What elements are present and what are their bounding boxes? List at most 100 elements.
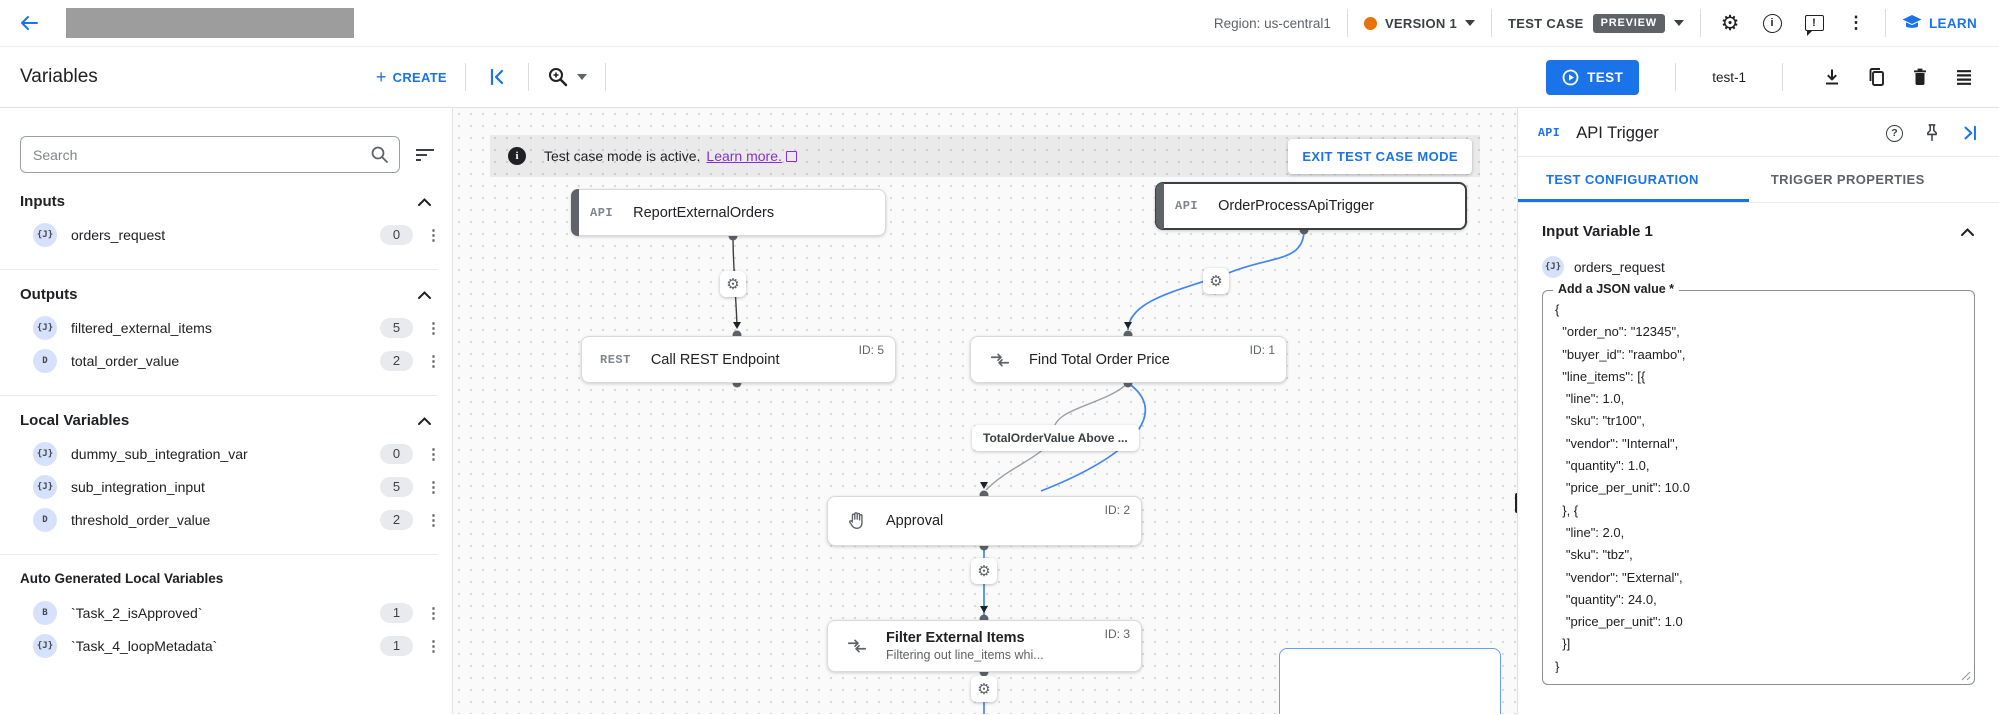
node-title: Call REST Endpoint <box>650 351 780 368</box>
variable-name: sub_integration_input <box>71 478 205 495</box>
panel-resize-handle[interactable] <box>1515 493 1517 513</box>
kebab-menu-icon[interactable]: ⋮ <box>426 445 441 463</box>
variable-row[interactable]: {J} dummy_sub_integration_var 0 ⋮ <box>20 437 441 470</box>
tab-trigger-properties[interactable]: TRIGGER PROPERTIES <box>1770 172 1925 187</box>
node-id: ID: 3 <box>1104 627 1130 641</box>
copy-button[interactable] <box>1863 64 1889 90</box>
learn-button[interactable]: LEARN <box>1902 14 1977 32</box>
edge-condition-label[interactable]: TotalOrderValue Above ... <box>972 425 1139 451</box>
external-link-icon <box>785 150 797 162</box>
section-title: Inputs <box>20 193 65 210</box>
test-case-name: test-1 <box>1712 69 1746 85</box>
chevron-up-icon[interactable] <box>417 290 432 300</box>
search-input[interactable] <box>20 136 400 173</box>
edge-settings-button[interactable]: ⚙ <box>720 271 746 297</box>
node-title: ReportExternalOrders <box>633 204 775 221</box>
divider <box>1885 9 1886 37</box>
variable-row[interactable]: {J} orders_request 0 ⋮ <box>20 218 441 251</box>
panel-title: API Trigger <box>1576 123 1659 142</box>
help-icon[interactable]: ? <box>1886 124 1903 142</box>
node-approval[interactable]: Approval ID: 2 <box>827 496 1142 546</box>
json-type-icon: {J} <box>33 441 57 466</box>
pin-button[interactable] <box>1923 123 1941 143</box>
node-title: Filter External Items <box>886 630 1025 646</box>
settings-button[interactable]: ⚙ <box>1717 10 1743 36</box>
feedback-button[interactable]: ! <box>1801 10 1827 36</box>
node-id: ID: 1 <box>1249 343 1275 357</box>
kebab-menu-icon[interactable]: ⋮ <box>426 319 441 337</box>
resize-handle-icon[interactable] <box>1961 671 1971 681</box>
tab-test-configuration[interactable]: TEST CONFIGURATION <box>1518 157 1749 202</box>
create-label: CREATE <box>392 69 447 85</box>
json-value-input[interactable]: { "order_no": "12345", "buyer_id": "raam… <box>1555 299 1962 673</box>
create-variable-button[interactable]: + CREATE <box>376 67 447 88</box>
arrow-left-icon <box>21 16 38 30</box>
field-label: Add a JSON value * <box>1553 282 1680 296</box>
api-chip: API <box>1538 126 1561 140</box>
collapse-panel-button[interactable] <box>484 64 510 90</box>
collapse-right-icon <box>1964 125 1976 141</box>
learn-school-icon <box>1902 15 1922 28</box>
kebab-menu-icon[interactable]: ⋮ <box>426 637 441 655</box>
region-label: Region: us-central1 <box>1213 15 1331 31</box>
json-value-field: Add a JSON value * { "order_no": "12345"… <box>1542 282 1975 685</box>
edge-settings-button[interactable]: ⚙ <box>971 558 997 584</box>
chevron-up-icon[interactable] <box>417 416 432 426</box>
zoom-control[interactable] <box>547 64 587 90</box>
plus-icon: + <box>375 66 387 87</box>
kebab-menu-icon[interactable]: ⋮ <box>426 511 441 529</box>
info-button[interactable]: i <box>1759 10 1785 36</box>
variable-row[interactable]: D threshold_order_value 2 ⋮ <box>20 503 441 536</box>
chevron-up-icon[interactable] <box>1960 227 1975 237</box>
collapse-panel-button[interactable] <box>1961 124 1979 142</box>
list-view-button[interactable] <box>1951 64 1977 90</box>
node-find-total-order-price[interactable]: Find Total Order Price ID: 1 <box>970 336 1287 383</box>
delete-button[interactable] <box>1907 64 1933 90</box>
pin-icon <box>1927 124 1937 141</box>
test-label: TEST <box>1587 69 1624 85</box>
variable-row[interactable]: {J} `Task_4_loopMetadata` 1 ⋮ <box>20 629 441 662</box>
play-circle-icon <box>1562 69 1579 85</box>
more-options-button[interactable]: ⋮ <box>1843 10 1869 36</box>
variable-row[interactable]: D total_order_value 2 ⋮ <box>20 344 441 377</box>
kebab-menu-icon[interactable]: ⋮ <box>426 478 441 496</box>
test-button[interactable]: TEST <box>1546 59 1640 95</box>
back-button[interactable] <box>14 8 44 38</box>
sort-button[interactable] <box>412 142 438 168</box>
search-icon <box>371 146 388 163</box>
node-filter-external-items[interactable]: Filter External Items Filtering out line… <box>827 620 1142 672</box>
kebab-menu-icon[interactable]: ⋮ <box>426 226 441 244</box>
selection-box <box>1279 648 1501 714</box>
workflow-canvas[interactable]: i Test case mode is active. Learn more. … <box>453 108 1517 714</box>
copy-icon <box>1869 68 1884 86</box>
variable-row[interactable]: {J} sub_integration_input 5 ⋮ <box>20 470 441 503</box>
kebab-menu-icon[interactable]: ⋮ <box>426 352 441 370</box>
section-header-local-variables: Local Variables <box>20 412 438 429</box>
test-case-label: TEST CASE <box>1508 15 1584 31</box>
json-type-icon: {J} <box>33 315 57 340</box>
exit-test-case-mode-button[interactable]: EXIT TEST CASE MODE <box>1288 138 1472 174</box>
learn-more-link[interactable]: Learn more. <box>706 148 782 164</box>
divider <box>1675 63 1677 91</box>
variable-row[interactable]: B `Task_2_isApproved` 1 ⋮ <box>20 596 441 629</box>
node-report-external-orders[interactable]: API ReportExternalOrders <box>571 189 886 236</box>
chevron-up-icon[interactable] <box>417 197 432 207</box>
zoom-in-icon <box>548 68 568 87</box>
page-title: Variables <box>20 66 98 87</box>
node-title: Approval <box>886 513 944 529</box>
usage-count-badge: 2 <box>380 350 413 371</box>
section-title: Outputs <box>20 286 78 303</box>
sort-icon <box>416 148 434 161</box>
variable-row[interactable]: {J} filtered_external_items 5 ⋮ <box>20 311 441 344</box>
version-selector[interactable]: VERSION 1 <box>1363 16 1475 31</box>
node-call-rest-endpoint[interactable]: REST Call REST Endpoint ID: 5 <box>581 336 896 383</box>
download-button[interactable] <box>1819 64 1845 90</box>
kebab-menu-icon[interactable]: ⋮ <box>426 604 441 622</box>
variable-name: orders_request <box>1574 259 1665 275</box>
test-case-selector[interactable]: TEST CASE PREVIEW <box>1508 13 1684 33</box>
edge-settings-button[interactable]: ⚙ <box>1203 268 1229 294</box>
edge-settings-button[interactable]: ⚙ <box>971 676 997 702</box>
node-order-process-api-trigger[interactable]: API OrderProcessApiTrigger <box>1155 182 1467 230</box>
json-type-icon: {J} <box>33 474 57 499</box>
divider <box>1700 9 1701 37</box>
